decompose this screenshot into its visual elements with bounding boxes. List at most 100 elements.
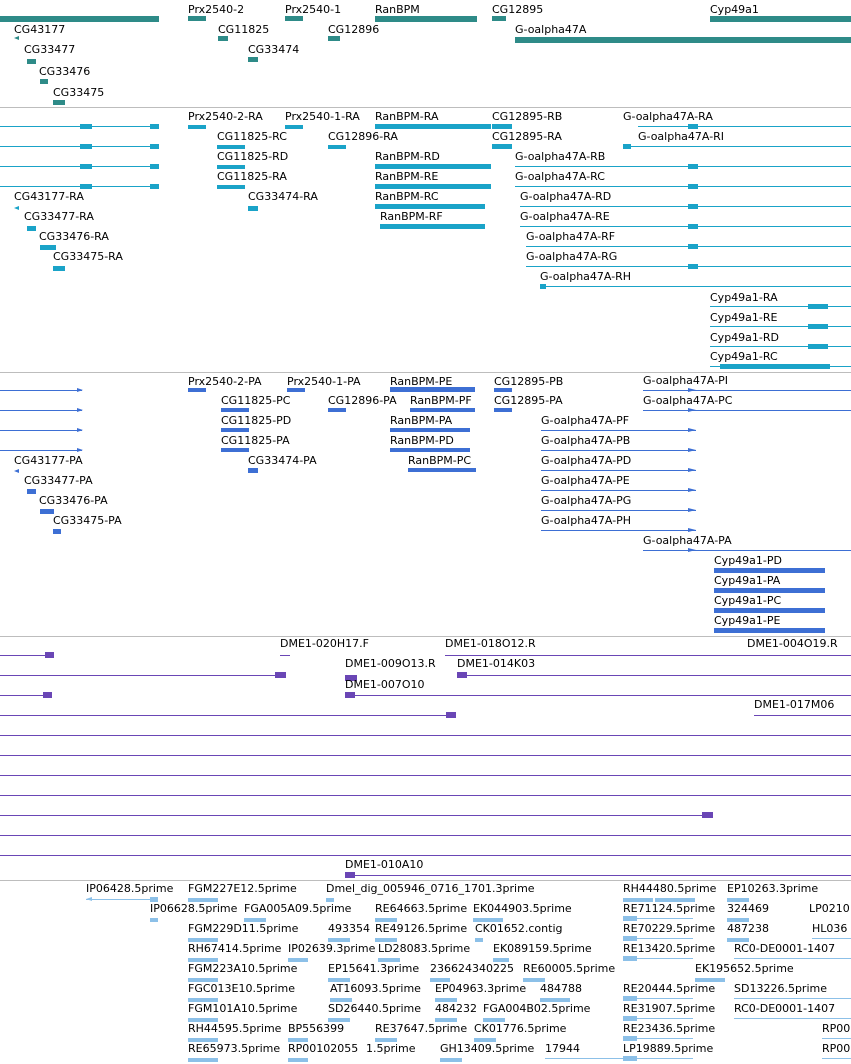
feature-glyph[interactable] [86, 897, 92, 901]
feature-label[interactable]: BP556399 [288, 1022, 345, 1035]
feature-glyph[interactable] [14, 469, 19, 473]
feature-label[interactable]: EP10263.3prime [727, 882, 819, 895]
feature-glyph[interactable] [714, 588, 825, 593]
feature-glyph[interactable] [77, 388, 83, 392]
feature-label[interactable]: EP15641.3prime [328, 962, 420, 975]
feature-glyph[interactable] [188, 1058, 218, 1062]
feature-label[interactable]: RanBPM-PF [410, 394, 472, 407]
feature-glyph[interactable] [623, 996, 637, 1001]
feature-label[interactable]: GH13409.5prime [440, 1042, 535, 1055]
feature-glyph[interactable] [328, 145, 346, 149]
feature-glyph[interactable] [688, 508, 696, 512]
feature-glyph[interactable] [0, 166, 159, 167]
feature-glyph[interactable] [0, 715, 455, 716]
feature-glyph[interactable] [0, 855, 851, 856]
feature-glyph[interactable] [643, 390, 851, 391]
feature-label[interactable]: CG33475-RA [53, 250, 123, 263]
feature-label[interactable]: G-oalpha47A-RI [638, 130, 725, 143]
feature-glyph[interactable] [188, 125, 206, 129]
feature-label[interactable]: RE20444.5prime [623, 982, 716, 995]
feature-glyph[interactable] [345, 675, 357, 681]
feature-label[interactable]: RanBPM-RC [375, 190, 439, 203]
feature-glyph[interactable] [375, 164, 491, 169]
feature-glyph[interactable] [244, 918, 266, 922]
feature-glyph[interactable] [623, 956, 637, 961]
feature-glyph[interactable] [188, 1018, 218, 1022]
feature-glyph[interactable] [727, 918, 749, 922]
feature-label[interactable]: Cyp49a1-PA [714, 574, 781, 587]
feature-label[interactable]: CG33476-RA [39, 230, 109, 243]
feature-label[interactable]: CG43177-PA [14, 454, 83, 467]
feature-glyph[interactable] [808, 324, 828, 329]
feature-glyph[interactable] [688, 124, 698, 129]
feature-glyph[interactable] [345, 872, 355, 878]
feature-glyph[interactable] [188, 898, 218, 902]
feature-label[interactable]: G-oalpha47A-RD [520, 190, 612, 203]
feature-glyph[interactable] [688, 244, 698, 249]
feature-label[interactable]: CG11825-RA [217, 170, 287, 183]
feature-glyph[interactable] [40, 79, 48, 84]
feature-glyph[interactable] [541, 510, 696, 511]
feature-glyph[interactable] [0, 755, 851, 756]
feature-glyph[interactable] [643, 410, 851, 411]
feature-glyph[interactable] [150, 144, 159, 149]
feature-glyph[interactable] [710, 306, 851, 307]
feature-label[interactable]: Prx2540-2-PA [188, 375, 262, 388]
feature-label[interactable]: CG33477-RA [24, 210, 94, 223]
feature-glyph[interactable] [248, 206, 258, 211]
feature-glyph[interactable] [0, 16, 159, 22]
feature-glyph[interactable] [287, 388, 305, 392]
feature-label[interactable]: RE49126.5prime [375, 922, 468, 935]
feature-glyph[interactable] [623, 146, 851, 147]
feature-glyph[interactable] [0, 186, 159, 187]
feature-label[interactable]: G-oalpha47A-RH [540, 270, 632, 283]
feature-glyph[interactable] [430, 978, 450, 982]
feature-glyph[interactable] [288, 1058, 308, 1062]
feature-glyph[interactable] [540, 286, 851, 287]
feature-label[interactable]: CG12896-RA [328, 130, 398, 143]
feature-label[interactable]: G-oalpha47A-PI [643, 374, 729, 387]
feature-label[interactable]: 324469 [727, 902, 769, 915]
feature-glyph[interactable] [623, 144, 631, 149]
feature-label[interactable]: Cyp49a1-RD [710, 331, 779, 344]
feature-label[interactable]: Prx2540-1 [285, 3, 342, 16]
feature-glyph[interactable] [494, 408, 512, 412]
feature-glyph[interactable] [520, 206, 851, 207]
feature-label[interactable]: CG12895-RB [492, 110, 563, 123]
feature-glyph[interactable] [623, 1038, 693, 1039]
feature-glyph[interactable] [188, 16, 206, 21]
feature-glyph[interactable] [248, 57, 258, 62]
feature-label[interactable]: CG43177-RA [14, 190, 84, 203]
feature-label[interactable]: CG33474 [248, 43, 300, 56]
feature-glyph[interactable] [483, 1018, 505, 1022]
feature-glyph[interactable] [328, 1018, 350, 1022]
feature-glyph[interactable] [285, 125, 303, 129]
feature-label[interactable]: DME1-017M06 [754, 698, 835, 711]
feature-glyph[interactable] [688, 488, 696, 492]
feature-label[interactable]: CG11825-PA [221, 434, 290, 447]
feature-glyph[interactable] [330, 998, 352, 1002]
feature-label[interactable]: G-oalpha47A-PB [541, 434, 631, 447]
feature-label[interactable]: DME1-020H17.F [280, 637, 369, 650]
feature-glyph[interactable] [217, 145, 245, 149]
feature-label[interactable]: CG11825 [218, 23, 270, 36]
feature-glyph[interactable] [714, 568, 825, 573]
feature-label[interactable]: Cyp49a1-RA [710, 291, 778, 304]
feature-label[interactable]: RP00 [822, 1022, 851, 1035]
feature-glyph[interactable] [623, 1058, 693, 1059]
feature-label[interactable]: IP06628.5prime [150, 902, 238, 915]
feature-glyph[interactable] [623, 936, 637, 941]
feature-glyph[interactable] [710, 326, 851, 327]
feature-glyph[interactable] [540, 284, 546, 289]
feature-glyph[interactable] [86, 899, 158, 900]
feature-glyph[interactable] [623, 938, 693, 939]
feature-glyph[interactable] [623, 1018, 693, 1019]
feature-glyph[interactable] [188, 938, 218, 942]
feature-glyph[interactable] [710, 16, 851, 22]
feature-label[interactable]: LD28083.5prime [378, 942, 471, 955]
feature-glyph[interactable] [375, 184, 491, 189]
feature-glyph[interactable] [43, 692, 52, 698]
feature-glyph[interactable] [623, 918, 693, 919]
feature-label[interactable]: G-oalpha47A-RF [526, 230, 616, 243]
feature-label[interactable]: CG12895-RA [492, 130, 562, 143]
